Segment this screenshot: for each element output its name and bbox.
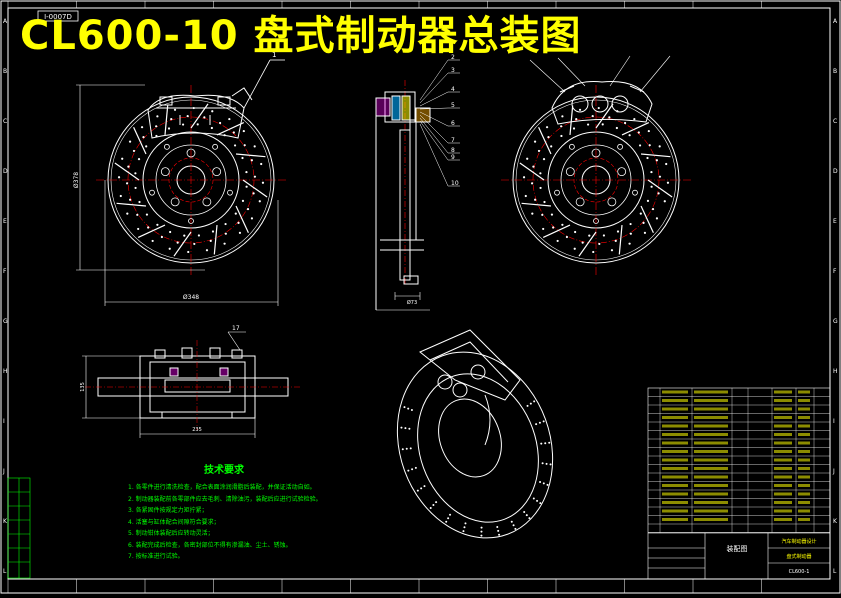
- section-callout-label: 8: [451, 147, 455, 154]
- grid-letter: G: [3, 318, 8, 325]
- left-caliper: [147, 87, 253, 139]
- grid-letter: B: [833, 68, 837, 75]
- section-callout-label: 4: [451, 86, 455, 93]
- section-callout-label: 2: [451, 54, 455, 61]
- grid-letter: E: [3, 218, 7, 225]
- tech-note: 1. 各零件进行清洗检查，配合表面涂润滑脂后装配，并保证活动自如。: [128, 484, 316, 491]
- title-block: [647, 532, 831, 580]
- plan-view: [85, 340, 300, 430]
- tech-note: 4. 活塞与缸体配合间隙符合要求；: [128, 518, 220, 526]
- section-callout-label: 5: [451, 102, 455, 109]
- grid-letter: B: [3, 68, 7, 75]
- grid-letter: J: [2, 468, 5, 475]
- dim-side: Ø73: [407, 299, 417, 306]
- grid-letter: I: [3, 418, 5, 425]
- title-block-drawing-name: 装配图: [727, 544, 748, 553]
- grid-letter: C: [833, 118, 837, 125]
- tech-requirements-notes: 1. 各零件进行清洗检查，配合表面涂润滑脂后装配，并保证活动自如。 2. 制动器…: [128, 482, 322, 563]
- title-block-part-name: 盘式制动器: [786, 553, 811, 560]
- grid-letter: C: [3, 118, 7, 125]
- grid-letter: D: [3, 168, 8, 175]
- tech-note: 5. 制动钳体装配后应转动灵活；: [128, 530, 214, 537]
- revision-block: [7, 477, 31, 579]
- grid-letter: A: [833, 18, 838, 25]
- grid-letter: K: [3, 518, 8, 525]
- grid-letter: H: [3, 368, 8, 375]
- grid-letter: K: [833, 518, 838, 525]
- grid-letter: G: [833, 318, 838, 325]
- tech-note: 7. 按标准进行试验。: [128, 553, 184, 560]
- dim-diameter-front: Ø378: [73, 172, 80, 188]
- grid-letter: I: [833, 418, 835, 425]
- plan-dimensions: [82, 331, 256, 438]
- tech-note: 3. 各紧固件按规定力矩拧紧；: [128, 507, 208, 514]
- rear-view-disc: [501, 85, 691, 275]
- grid-letter: H: [833, 368, 838, 375]
- tag-text: I-0007D: [44, 13, 72, 21]
- left-dimensions: [76, 84, 279, 306]
- front-view-disc: [96, 85, 286, 275]
- dim-plan-height: 135: [80, 382, 86, 392]
- isometric-view: [396, 329, 554, 539]
- parts-list-table: [647, 387, 831, 533]
- grid-letter: L: [833, 568, 837, 575]
- section-callout-label: 7: [451, 137, 455, 144]
- grid-letter: F: [833, 268, 837, 275]
- grid-letter: D: [833, 168, 838, 175]
- dim-diameter-bottom: Ø348: [183, 294, 199, 301]
- tech-note: 2. 制动器装配前各零部件应去毛刺、清除油污，装配后应进行试验检验。: [128, 495, 322, 503]
- grid-letter: L: [3, 568, 7, 575]
- tech-requirements-title: 技术要求: [204, 465, 244, 476]
- section-callout-label: 6: [451, 120, 455, 127]
- section-callout-label: 9: [451, 154, 455, 161]
- section-callouts: 2 3 4 5 6 7 89 10: [419, 54, 460, 187]
- grid-letter: E: [833, 218, 837, 225]
- drawing-title: CL600-10 盘式制动器总装图: [20, 13, 582, 59]
- grid-letter: A: [3, 18, 8, 25]
- right-caliper: [551, 80, 653, 125]
- side-dim-lines: [376, 292, 430, 311]
- dim-plan-width: 235: [192, 427, 202, 433]
- callout-1-left: 1: [272, 51, 276, 59]
- title-block-drawing-no: CL600-1: [789, 569, 810, 575]
- title-block-school: 汽车制动器设计: [781, 538, 816, 545]
- side-section-view: [375, 80, 431, 310]
- plan-callout: 17: [232, 325, 240, 332]
- isometric-drill-holes: [400, 400, 552, 537]
- section-callout-label: 3: [451, 67, 455, 74]
- tag-box: [37, 10, 79, 22]
- grid-letter: J: [832, 468, 835, 475]
- tech-note: 6. 装配完成后检查，各密封部位不得有渗漏油、尘土、锈蚀。: [128, 541, 292, 549]
- section-callout-label: 10: [451, 180, 459, 187]
- right-callout-leaders: [529, 55, 671, 93]
- grid-letter: F: [3, 268, 7, 275]
